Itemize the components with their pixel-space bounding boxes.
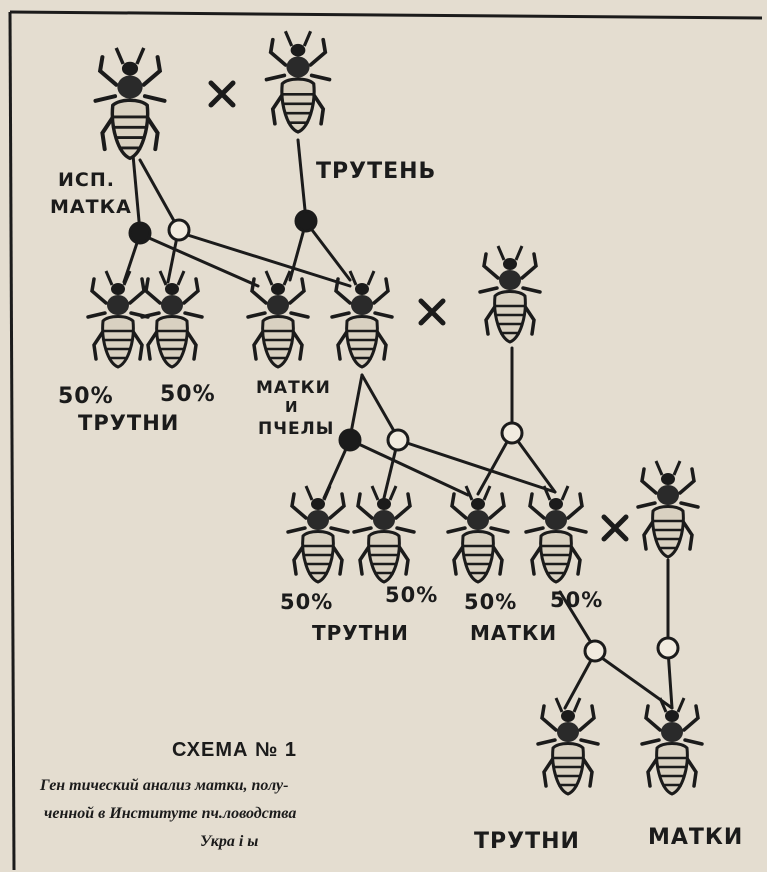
caption-title: СХЕМА № 1: [172, 739, 297, 761]
caption: СХЕМА № 1 Ген тический анализ матки, пол…: [39, 739, 297, 850]
caption-line-3: Укра і ы: [200, 833, 258, 850]
bee-icon: [332, 271, 392, 367]
gen2-mate-drone: [638, 461, 698, 557]
gen1-drones-label: ТРУТНИ: [78, 411, 179, 435]
open-circle-icon: [502, 423, 522, 443]
gen3-queens-label: МАТКИ: [648, 825, 743, 850]
gen2-pct-1: 50%: [280, 590, 333, 614]
gen2-drone-1: [288, 486, 348, 582]
bee-icon: [448, 486, 508, 582]
bee-icon: [480, 246, 540, 342]
bee-icon: [288, 486, 348, 582]
gen1-drone-2: [142, 271, 202, 367]
gen0-drone: [267, 31, 330, 132]
open-circle-icon: [388, 430, 408, 450]
open-circle-icon: [658, 638, 678, 658]
gen2-queen-1: [448, 486, 508, 582]
bee-icon: [642, 698, 702, 794]
gen1-mate-drone: [480, 246, 540, 342]
gen1-queen: [332, 271, 392, 367]
gen3-queen: [642, 698, 702, 794]
bee-icon: [354, 486, 414, 582]
cross-x-icon: [604, 517, 626, 539]
gen3-drone: [538, 698, 598, 794]
bee-icon: [638, 461, 698, 557]
gen1-drone-1: [88, 271, 148, 367]
gen1-queens-label-2: И: [285, 398, 299, 416]
gen2-pct-3: 50%: [464, 590, 517, 614]
gen0-tested-queen: [96, 48, 165, 158]
drone-label: ТРУТЕНЬ: [316, 159, 436, 184]
gen2-queen-2: [526, 486, 586, 582]
gen2-queens-label: МАТКИ: [470, 621, 557, 645]
bee-icon: [142, 271, 202, 367]
tested-queen-label-1: ИСП.: [58, 169, 115, 191]
cross-x-icon: [211, 83, 233, 105]
gen2-drone-2: [354, 486, 414, 582]
gen1-queens-label-1: МАТКИ: [256, 378, 331, 398]
gen1-queens-label-3: ПЧЕЛЫ: [258, 419, 334, 439]
gen2-pct-4: 50%: [550, 588, 603, 612]
bee-icon: [526, 486, 586, 582]
bee-icon: [88, 271, 148, 367]
bee-icon: [96, 48, 165, 158]
gen2-drones-label: ТРУТНИ: [312, 621, 409, 645]
caption-line-2: ченной в Институте пч.ловодства: [44, 805, 296, 822]
bee-icon: [267, 31, 330, 132]
caption-line-1: Ген тический анализ матки, полу-: [39, 777, 288, 794]
open-circle-icon: [585, 641, 605, 661]
filled-circle-icon: [130, 223, 150, 243]
tested-queen-label-2: МАТКА: [50, 196, 132, 218]
gen3-drones-label: ТРУТНИ: [474, 829, 580, 854]
gen2-pct-2: 50%: [385, 583, 438, 607]
gen1-pct-right: 50%: [160, 382, 216, 407]
filled-circle-icon: [296, 211, 316, 231]
cross-x-icon: [421, 301, 443, 323]
open-circle-icon: [169, 220, 189, 240]
filled-circle-icon: [340, 430, 360, 450]
bee-icon: [538, 698, 598, 794]
gen1-pct-left: 50%: [58, 384, 114, 409]
